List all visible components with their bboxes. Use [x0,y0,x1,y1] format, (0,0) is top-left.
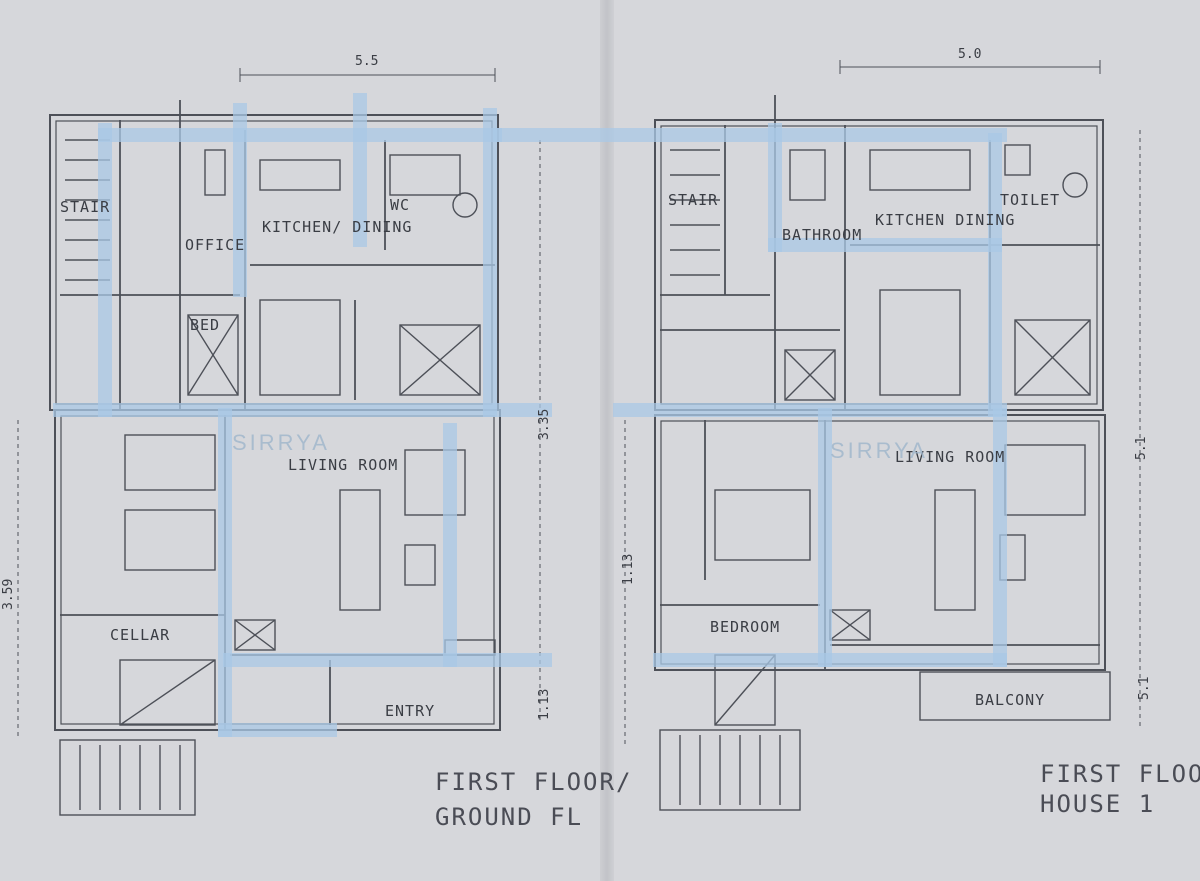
left-dimension-lines [17,68,541,740]
left-room-living: LIVING ROOM [288,456,398,474]
left-room-bed-small: BED [190,316,220,334]
left-caption-line2: GROUND FL [435,803,583,831]
left-room-entry: ENTRY [385,702,435,720]
right-room-bedroom: BEDROOM [710,618,780,636]
right-dim-left: 1.13 [621,554,636,585]
blue-wall-highlight [53,93,1007,737]
right-room-living: LIVING ROOM [895,448,1005,466]
right-caption-line2: HOUSE 1 [1040,790,1155,818]
paper-fold [600,0,614,881]
right-dim-right: 5.1 [1134,437,1149,460]
right-dimension-lines [624,60,1141,745]
left-caption-line1: FIRST FLOOR/ [435,768,632,796]
left-dim-left: 3.59 [1,579,16,610]
left-room-cellar: CELLAR [110,626,170,644]
left-room-dining-kitchen: KITCHEN/ DINING [262,218,412,236]
left-room-stair: STAIR [60,198,110,216]
left-dim-right: 3.35 [537,409,552,440]
right-dim-bottom-right: 5.1 [1137,677,1152,700]
left-room-toilet: WC [390,196,410,214]
right-stairs [659,149,801,811]
right-room-stair: STAIR [668,191,718,209]
watermark-left: SIRRYA [232,430,330,455]
left-room-office: OFFICE [185,236,245,254]
left-dim-bottom-right: 1.13 [537,689,552,720]
right-room-bathroom: BATHROOM [782,226,862,244]
left-furniture [119,149,496,726]
watermark-right: SIRRYA [830,438,928,463]
right-room-toilet: TOILET [1000,191,1060,209]
right-balcony [919,671,1111,721]
right-caption-line1: FIRST FLOOR [1040,760,1200,788]
left-dim-top: 5.5 [355,54,378,69]
right-room-kitchen-dining: KITCHEN DINING [875,211,1015,229]
right-dim-top: 5.0 [958,47,981,62]
right-room-balcony: BALCONY [975,691,1045,709]
